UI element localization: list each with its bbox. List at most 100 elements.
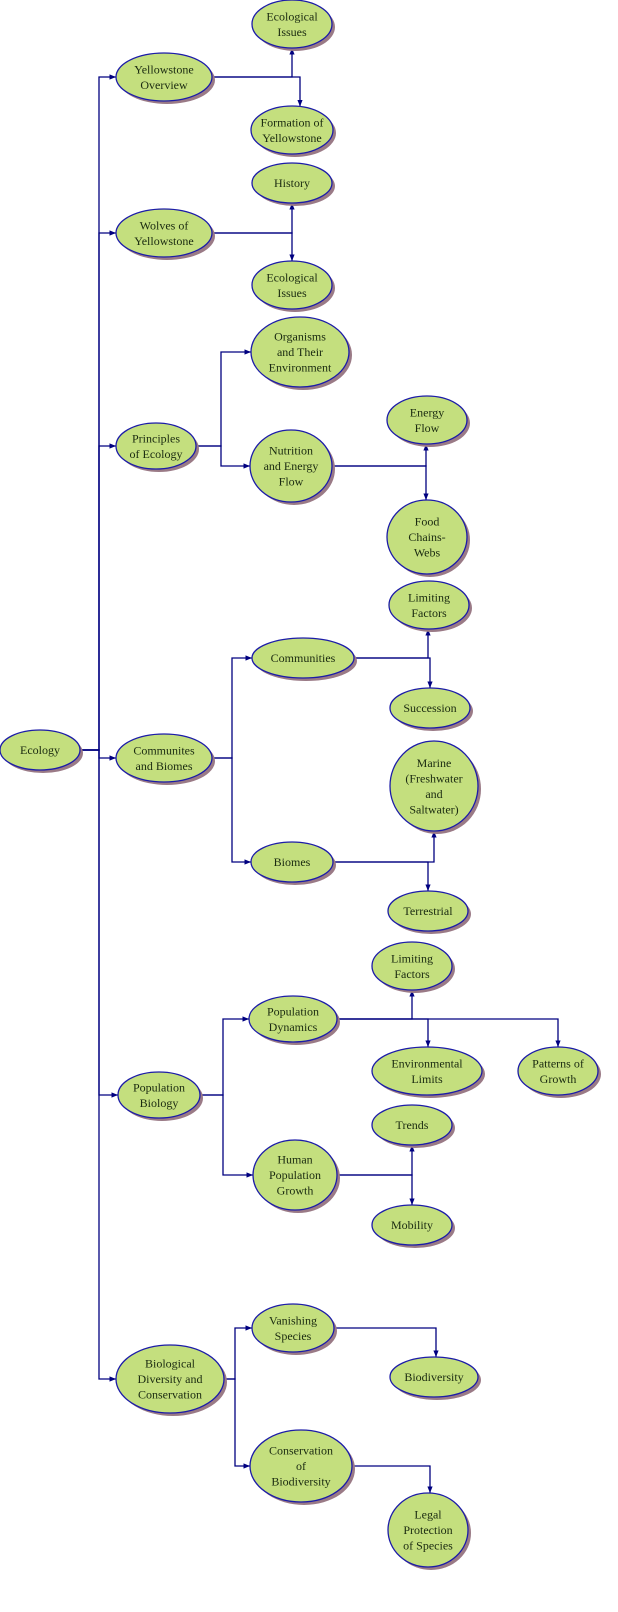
node-ellipse[interactable] — [386, 395, 468, 445]
node-label-line: Organisms — [274, 330, 326, 344]
node-ellipse[interactable] — [251, 1303, 335, 1353]
node-label-line: Population — [267, 1004, 319, 1018]
node-ellipse[interactable] — [389, 1356, 479, 1398]
connector-principles-of-ecology-to-organisms-and-their-environment — [196, 349, 251, 447]
node-ellipse[interactable] — [388, 580, 470, 630]
node-label-line: and — [425, 787, 442, 801]
node-ellipse[interactable] — [389, 740, 479, 832]
node-ellipse[interactable] — [371, 941, 453, 991]
node-label-line: Population — [269, 1168, 321, 1182]
node-ellipse[interactable] — [386, 499, 468, 575]
node-terrestrial[interactable]: Terrestrial — [387, 890, 471, 934]
connector-wolves-of-yellowstone-to-ecological-issues-2 — [212, 232, 295, 261]
node-label-line: Mobility — [391, 1218, 433, 1232]
connector-communities-to-limiting-factors-1 — [354, 628, 431, 659]
node-history[interactable]: History — [251, 162, 335, 206]
node-ellipse[interactable] — [387, 1492, 469, 1568]
node-ellipse[interactable] — [115, 733, 213, 783]
node-label-line: of Ecology — [130, 447, 183, 461]
node-trends[interactable]: Trends — [371, 1104, 455, 1148]
node-ellipse[interactable] — [517, 1046, 599, 1096]
node-ellipse[interactable] — [251, 260, 333, 310]
node-ellipse[interactable] — [371, 1046, 483, 1096]
node-ellipse[interactable] — [251, 162, 333, 204]
node-mobility[interactable]: Mobility — [371, 1204, 455, 1248]
node-ellipse[interactable] — [0, 729, 81, 771]
node-biodiversity[interactable]: Biodiversity — [389, 1356, 481, 1400]
node-communities[interactable]: Communities — [251, 637, 357, 681]
node-label-line: Formation of — [261, 115, 324, 129]
node-label-line: Marine — [417, 756, 452, 770]
node-label-line: Issues — [277, 25, 307, 39]
node-ellipse[interactable] — [387, 890, 469, 932]
node-label-line: Limiting — [408, 590, 450, 604]
connector-population-biology-to-population-dynamics — [200, 1016, 249, 1096]
connector-communities-to-succession — [354, 657, 433, 688]
node-ellipse[interactable] — [250, 105, 334, 155]
node-label-line: Biological — [145, 1357, 196, 1371]
node-ellipse[interactable] — [252, 1139, 338, 1211]
node-ellipse[interactable] — [250, 841, 334, 883]
node-ellipse[interactable] — [371, 1104, 453, 1146]
node-ellipse[interactable] — [251, 0, 333, 49]
node-ellipse[interactable] — [248, 995, 338, 1043]
node-ellipse[interactable] — [250, 316, 350, 388]
node-label-line: of — [296, 1459, 306, 1473]
node-biomes[interactable]: Biomes — [250, 841, 336, 885]
node-label-line: Growth — [540, 1072, 577, 1086]
node-ellipse[interactable] — [115, 52, 213, 102]
node-label-line: Flow — [279, 475, 304, 489]
node-ecology[interactable]: Ecology — [0, 729, 83, 773]
connector-nutrition-and-energy-flow-to-food-chains-webs — [332, 465, 429, 501]
node-label-line: Food — [415, 515, 440, 529]
node-label-line: Yellowstone — [262, 131, 321, 145]
node-label-line: Communites — [133, 743, 195, 757]
connectors — [80, 48, 561, 1494]
node-ellipse[interactable] — [251, 637, 355, 679]
node-label-line: Issues — [277, 286, 307, 300]
node-label-line: Limits — [411, 1072, 443, 1086]
node-label-line: Dynamics — [269, 1020, 318, 1034]
node-label-line: History — [274, 176, 310, 190]
node-ellipse[interactable] — [115, 208, 213, 258]
node-formation-of-yellowstone[interactable]: Formation of Yellowstone — [250, 105, 336, 157]
connector-human-population-growth-to-mobility — [337, 1174, 415, 1205]
connector-biomes-to-terrestrial — [333, 861, 431, 891]
connector-biological-diversity-and-conservation-to-vanishing-species — [224, 1325, 252, 1380]
node-ellipse[interactable] — [117, 1071, 201, 1119]
node-ellipse[interactable] — [249, 1429, 353, 1503]
node-ellipse[interactable] — [249, 429, 333, 503]
node-ellipse[interactable] — [389, 687, 471, 729]
node-succession[interactable]: Succession — [389, 687, 473, 731]
node-label-line: Biology — [140, 1096, 179, 1110]
node-ellipse[interactable] — [371, 1204, 453, 1246]
node-label-line: Succession — [403, 701, 456, 715]
node-label-line: Growth — [277, 1184, 314, 1198]
node-ellipse[interactable] — [115, 422, 197, 470]
connector-population-dynamics-to-environmental-limits — [337, 1018, 431, 1047]
node-ellipse[interactable] — [115, 1344, 225, 1414]
